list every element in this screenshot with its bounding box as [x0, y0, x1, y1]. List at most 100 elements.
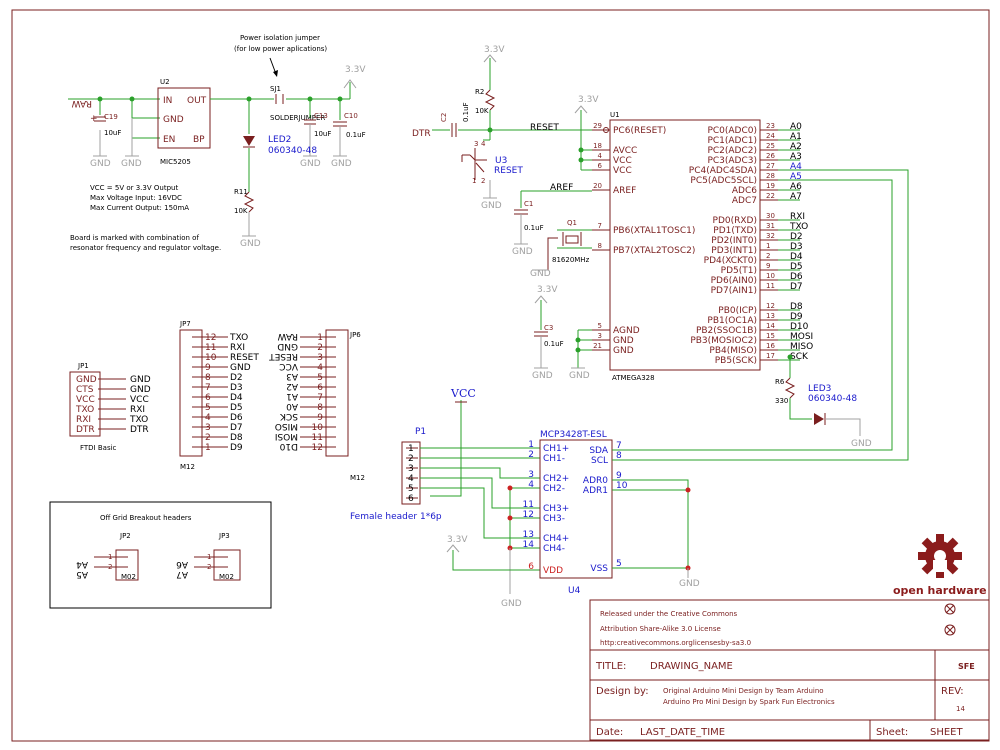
adc-pin-name: VDD — [543, 566, 563, 576]
reg-note-3: Max Current Output: 150mA — [90, 204, 189, 212]
r6-name: R6 — [775, 378, 785, 386]
u2-pin-gnd: GND — [163, 115, 184, 125]
mcu-net-label: MOSI — [790, 332, 813, 342]
jp7-net-label: GND — [230, 363, 251, 373]
jp2-net-a5: A5 — [76, 569, 88, 579]
gnd-label: GND — [90, 159, 111, 169]
license-line-2: Attribution Share-Alike 3.0 License — [600, 625, 721, 633]
mcu-pin-name: PB5(SCK) — [715, 356, 757, 366]
mcu-pin-name: PB3(MOSIOC2) — [690, 336, 757, 346]
u2-pin-out: OUT — [187, 96, 207, 106]
r11-value: 10K — [234, 207, 248, 215]
jp6-part: M12 — [350, 474, 365, 482]
rail-33v: 3.3V — [484, 45, 505, 55]
mcu-pin-name: PD4(XCKT0) — [704, 256, 757, 266]
jp6-net-label: VCC — [279, 361, 298, 371]
open-hardware-logo: open hardware — [893, 534, 987, 597]
mcu-pin-name: PB6(XTAL1TOSC1) — [613, 226, 695, 236]
title-label: TITLE: — [595, 661, 626, 672]
jp6-name: JP6 — [349, 331, 361, 339]
jp1-pin-name: GND — [76, 375, 97, 385]
jp6-body — [325, 329, 349, 457]
jp1-net-label: VCC — [130, 395, 149, 405]
gnd-label: GND — [512, 247, 533, 257]
mcu-pin-name: PD7(AIN1) — [711, 286, 757, 296]
mcu-pin-number: 7 — [598, 222, 602, 230]
mcu-pin-name: PD1(TXD) — [713, 226, 757, 236]
mcu-side-routing: R6 330 LED3 060340-48 GND — [630, 169, 909, 461]
mcu-pin-name: ADC7 — [732, 196, 757, 206]
u4-name: U4 — [568, 586, 581, 596]
mcu-net-label: A4 — [790, 162, 802, 172]
jp6-net-label: RESET — [269, 351, 298, 361]
c10-label: C10 — [344, 112, 358, 120]
p1-pin-number: 1 — [408, 444, 414, 454]
jp1-pin-name: CTS — [76, 385, 94, 395]
mcu-net-label: D8 — [790, 302, 803, 312]
reg-note-1: VCC = 5V or 3.3V Output — [90, 184, 178, 192]
sj1-label: SOLDERJUMPER — [270, 114, 325, 122]
jp7-net-label: D5 — [230, 403, 243, 413]
jp6-net-label: A3 — [286, 371, 298, 381]
led3-name: LED3 — [808, 384, 831, 394]
reg-note-4: Board is marked with combination of — [70, 234, 199, 242]
jp7-pin-number: 2 — [205, 433, 211, 443]
jp7-pin-number: 4 — [205, 413, 211, 423]
mcu-pin-number: 25 — [766, 142, 775, 150]
jp7-name: JP7 — [179, 320, 191, 328]
jp1-net-label: GND — [130, 385, 151, 395]
jp1-pin-name: RXI — [76, 415, 91, 425]
mcu-pin-name: PD2(INT0) — [711, 236, 757, 246]
mcu-net-label: A3 — [790, 152, 802, 162]
mcu-pin-name: PC4(ADC4SDA) — [689, 166, 757, 176]
svg-text:+: + — [90, 114, 98, 124]
mcu-pin-number: 22 — [766, 192, 775, 200]
led2-part: 060340-48 — [268, 146, 317, 156]
design-line-2: Arduino Pro Mini Design by Spark Fun Ele… — [663, 698, 835, 706]
c10-value: 0.1uF — [346, 131, 366, 139]
mcu-net-label: D6 — [790, 272, 803, 282]
mcu-pin-number: 31 — [766, 222, 775, 230]
jp6-net-label: A1 — [286, 391, 298, 401]
jumper-note-1: Power isolation jumper — [240, 34, 320, 42]
mcu-pin-name: GND — [613, 346, 634, 356]
jp7-net-label: D7 — [230, 423, 243, 433]
mcu-net-label: A6 — [790, 182, 802, 192]
mcu-pin-name: PB4(MISO) — [709, 346, 757, 356]
p1-pin-number: 6 — [408, 494, 414, 504]
jp6-pin-number: 7 — [317, 393, 323, 403]
jp6-net-label: D10 — [279, 441, 298, 451]
jp6-net-label: GND — [277, 341, 298, 351]
adc-pin-number: 13 — [523, 530, 534, 540]
mcu-pin-name: PB1(OC1A) — [707, 316, 757, 326]
jp7-net-label: D9 — [230, 443, 243, 453]
adc-pin-name: SDA — [589, 446, 608, 456]
u2-part: MIC5205 — [160, 158, 191, 166]
u4-body — [539, 439, 613, 579]
jp3-part: M02 — [219, 573, 234, 581]
mcu-net-label: TXO — [789, 222, 808, 232]
c2-label: C2 — [440, 113, 448, 122]
rail-33v: 3.3V — [578, 95, 599, 105]
jp7-net-label: D2 — [230, 373, 243, 383]
u2-body — [157, 87, 211, 149]
c2-value: 0.1uF — [462, 102, 470, 122]
gnd-label: GND — [240, 239, 261, 249]
mcu-pin-number: 9 — [766, 262, 770, 270]
u2-name: U2 — [160, 78, 170, 86]
c19-value: 10uF — [104, 129, 121, 137]
mcu-net-label: D9 — [790, 312, 803, 322]
jp7-pin-number: 3 — [205, 423, 211, 433]
r2-value: 10K — [475, 107, 489, 115]
mcu-pin-name: ADC6 — [732, 186, 757, 196]
u1-part: ATMEGA328 — [612, 374, 655, 382]
c13-label: C13 — [314, 112, 328, 120]
svg-text:3: 3 — [474, 140, 478, 148]
jp7-net-label: RXI — [230, 343, 245, 353]
u4-part: MCP3428T-ESL — [540, 430, 607, 440]
u1-name: U1 — [610, 111, 620, 119]
u3-name: U3 — [495, 156, 507, 166]
mcu-net-label: A1 — [790, 132, 802, 142]
reg-note-2: Max Voltage Input: 16VDC — [90, 194, 182, 202]
jp1-pin-name: VCC — [76, 395, 95, 405]
